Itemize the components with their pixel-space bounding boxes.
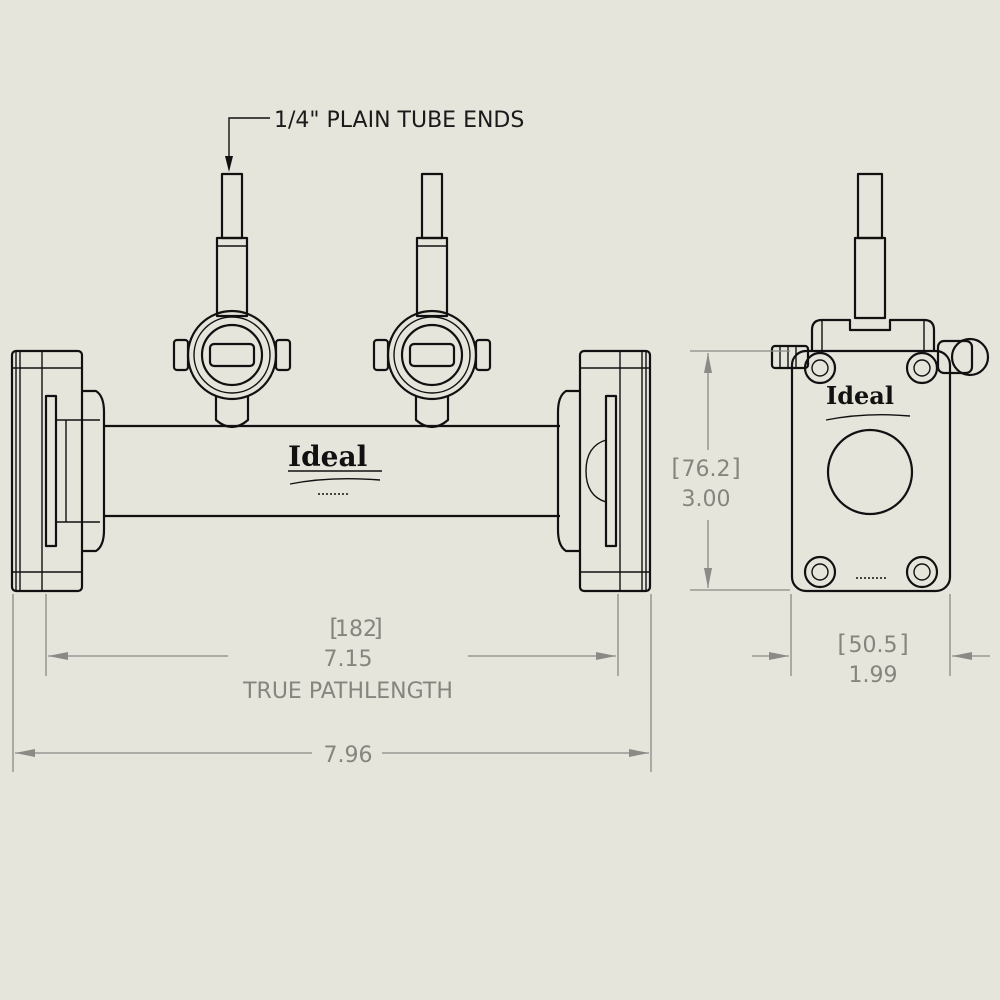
height-metric: 76.2	[682, 457, 731, 482]
svg-text:]: ]	[731, 454, 740, 482]
svg-text:]: ]	[373, 614, 382, 642]
svg-text:[: [	[837, 630, 846, 658]
pathlength-metric: 182	[335, 617, 377, 642]
tube-port-1	[172, 172, 292, 429]
overall-length-value: 7.96	[324, 743, 373, 768]
width-dimension: [ ] 50.5 1.99	[752, 630, 990, 688]
tube-ends-label: 1/4" PLAIN TUBE ENDS	[274, 108, 524, 133]
svg-text:Ideal: Ideal	[826, 381, 894, 410]
svg-text:[: [	[671, 454, 680, 482]
width-imperial: 1.99	[849, 663, 898, 688]
tube-body	[104, 424, 560, 518]
left-end-flange	[10, 349, 106, 593]
side-view: Ideal	[770, 172, 990, 593]
dimensions: [ ] 182 7.15 TRUE PATHLENGTH 7.96 [ ] 76…	[12, 350, 990, 772]
overall-length-dimension: 7.96	[15, 743, 649, 768]
height-dimension: [ ] 76.2 3.00	[671, 353, 741, 588]
brand-logo-front: Ideal	[288, 440, 382, 495]
pathlength-imperial: 7.15	[324, 647, 373, 672]
svg-text:[: [	[329, 614, 338, 642]
height-imperial: 3.00	[682, 487, 731, 512]
svg-text:]: ]	[899, 630, 908, 658]
pathlength-caption: TRUE PATHLENGTH	[242, 679, 453, 704]
front-view: Ideal	[10, 172, 652, 593]
pathlength-dimension: [ ] 182 7.15 TRUE PATHLENGTH	[48, 614, 616, 704]
brand-logo-side: Ideal	[825, 381, 911, 421]
right-end-flange	[556, 349, 652, 593]
svg-text:Ideal: Ideal	[288, 440, 367, 473]
tube-port-2	[372, 172, 492, 429]
tube-ends-callout: 1/4" PLAIN TUBE ENDS	[225, 108, 524, 172]
width-metric: 50.5	[849, 633, 898, 658]
